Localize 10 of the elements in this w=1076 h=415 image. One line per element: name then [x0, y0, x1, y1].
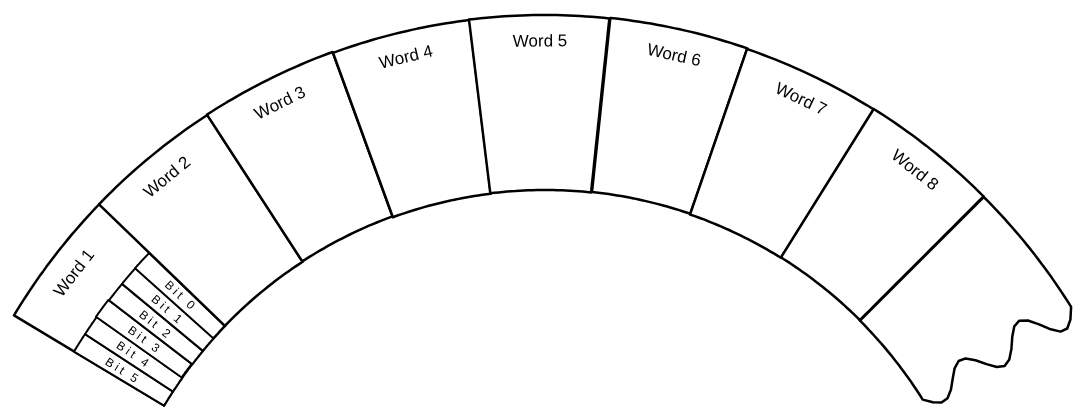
word-segment: [859, 196, 1071, 403]
word-label: Word 5: [512, 32, 568, 50]
word-segment: [591, 18, 747, 215]
word-label: Word 7: [772, 79, 829, 119]
word-segment: [469, 15, 610, 194]
word-label: Word 6: [645, 40, 702, 70]
word-label: Word 4: [377, 42, 435, 72]
word-segment: [332, 19, 491, 217]
word-segment: [689, 48, 874, 258]
word-label: Word 3: [251, 83, 309, 124]
